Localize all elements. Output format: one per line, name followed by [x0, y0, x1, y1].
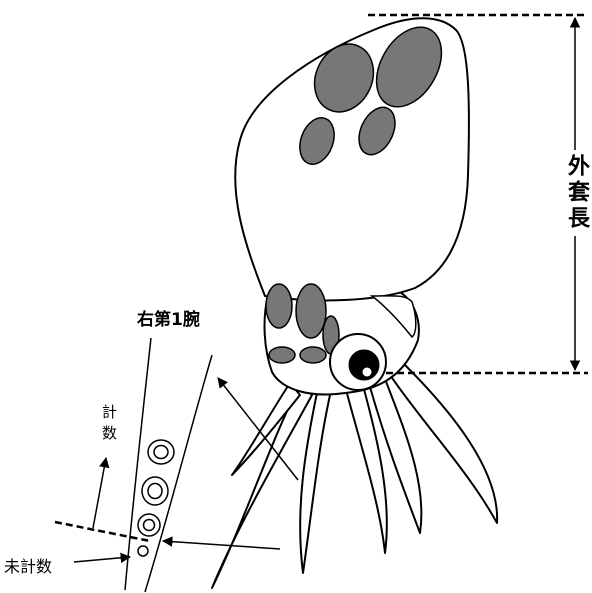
not-counted-label: 未計数 — [4, 559, 52, 575]
arm — [300, 388, 330, 573]
counted-label: 計数 — [98, 404, 116, 446]
mantle-length-label: 外套長 — [559, 150, 587, 236]
arm-closeup — [125, 338, 212, 592]
squid-arms — [212, 365, 497, 588]
squid-eye — [330, 334, 386, 390]
count-boundary-line — [55, 522, 150, 541]
arm — [212, 385, 312, 588]
right-arm-1-label: 右第1腕 — [137, 312, 200, 329]
